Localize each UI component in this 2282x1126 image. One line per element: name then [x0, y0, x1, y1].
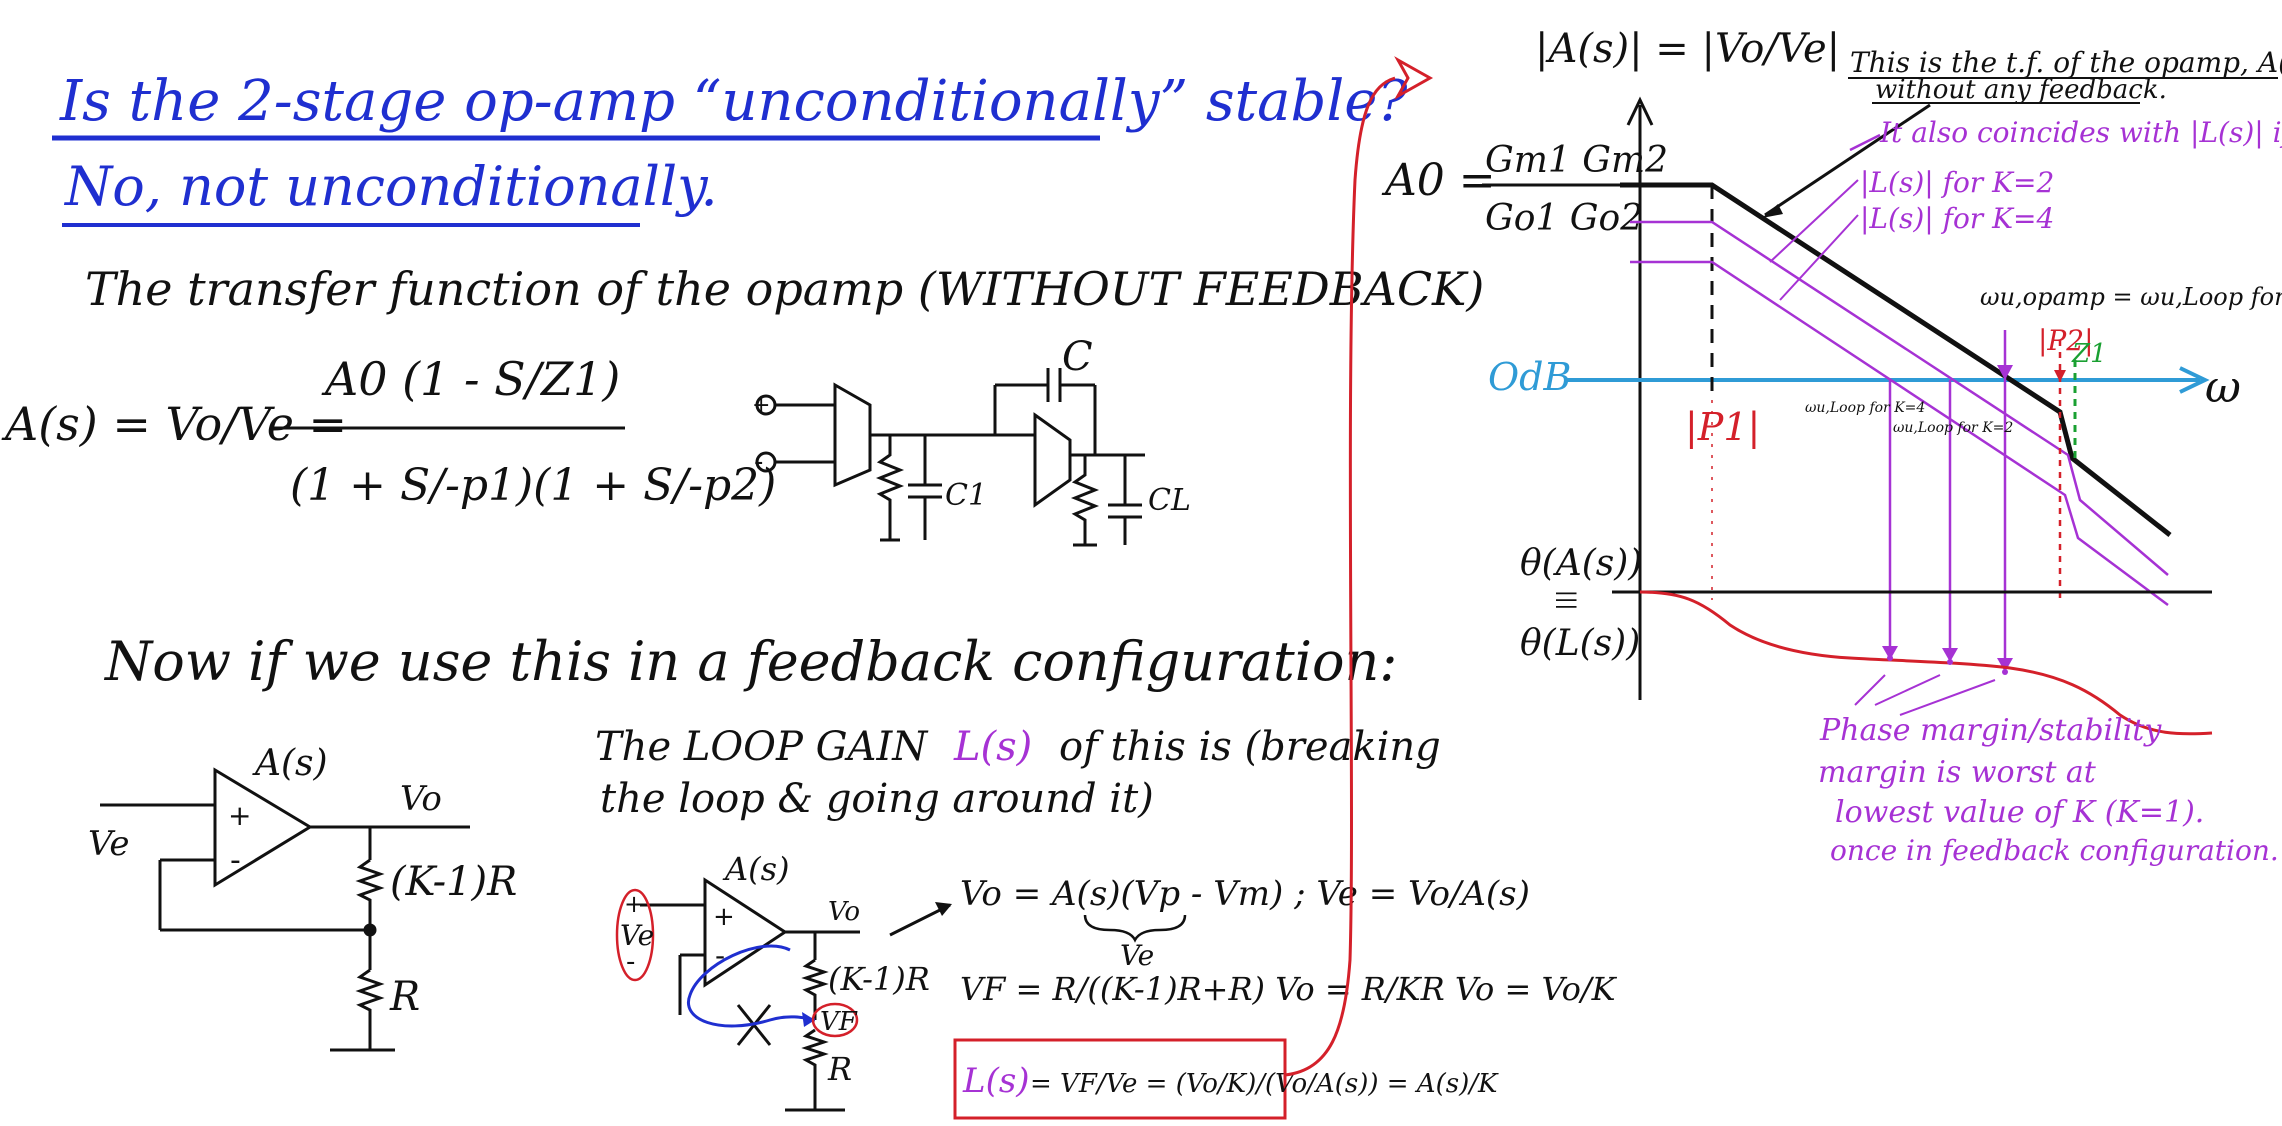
phase-curve [1639, 590, 2213, 736]
equation-3-lhs: L(s) [962, 1061, 1030, 1101]
phase-note-4: once in feedback configuration. [1830, 834, 2279, 867]
bode-y-axis-label: |A(s)| = |Vo/Ve| [1535, 26, 1840, 72]
svg-text:-: - [626, 947, 635, 977]
title-block: Is the 2-stage op-amp “unconditionally” … [52, 69, 1408, 227]
bode-plot: |A(s)| = |Vo/Ve| A0 = Gm1 Gm2 Go1 Go2 Od… [1381, 26, 2282, 867]
equiv-label: ||| [1556, 590, 1580, 610]
a0-label: A0 = [1381, 155, 1496, 206]
p2-label: |P2| [2038, 324, 2094, 357]
loop-break-blue-path [687, 944, 816, 1028]
phase-note-1: Phase margin/stability [1819, 713, 2162, 748]
phase-note-2: margin is worst at [1818, 755, 2097, 790]
loop-a-s-label: A(s) [722, 850, 790, 888]
theta-l-label: θ(L(s)) [1520, 623, 1640, 664]
fb-ve-label: Ve [88, 824, 130, 864]
zero-db-label: OdB [1488, 355, 1571, 399]
loop-ve-label: Ve [620, 919, 654, 952]
loop-gain-result-box [953, 1038, 1287, 1120]
title-line-2: No, not unconditionally. [63, 155, 718, 218]
loop-circuit: A(s) + - Vo (K-1)R R X [640, 850, 930, 1112]
gm2-stage-symbol [1033, 412, 1072, 508]
loop-x-label: X [740, 1049, 741, 1051]
loop-gain-line-1b: of this is (breaking [1059, 724, 1441, 770]
note-coincides: It also coincides with |L(s)| if K=1 [1879, 116, 2282, 149]
loop-equations: Vo = A(s)(Vp - Vm) ; Ve = Vo/A(s) Ve VF … [953, 874, 1618, 1120]
feedback-circuit: A(s) + - Ve Vo (K-1)R R [88, 743, 517, 1052]
magnitude-curve-k2 [1630, 220, 2169, 576]
loop-annotations: Ve + - VF [615, 888, 859, 1038]
loop-gain-ls: L(s) [953, 724, 1032, 770]
loop-rbot-label: R [827, 1050, 852, 1088]
magnitude-curve-k4 [1630, 260, 2169, 607]
two-stage-opamp-schematic: + - C1 C CL [752, 334, 1191, 547]
note-k2: |L(s)| for K=2 [1860, 166, 2054, 199]
opamp-plus-label: + [752, 393, 770, 418]
vf-red-circle [811, 1002, 859, 1038]
loop-plus-label: + [713, 902, 735, 932]
fb-rbot-label: R [389, 974, 420, 1020]
loop-gain-line-1: The LOOP GAIN L(s) of this is (breaking [595, 724, 1441, 770]
loop-gain-line-1a: The LOOP GAIN [595, 724, 929, 770]
fb-vo-label: Vo [400, 779, 442, 819]
tf-heading: The transfer function of the opamp (WITH… [85, 262, 1484, 316]
equation-2: VF = R/((K-1)R+R) Vo = R/KR Vo = Vo/K [960, 970, 1618, 1008]
a0-denominator: Go1 Go2 [1485, 198, 1643, 239]
wu-opamp-label: ωu,opamp = ωu,Loop for K=1 [1980, 283, 2282, 311]
z1-label: Z1 [2071, 339, 2107, 369]
c-miller-label: C [1062, 334, 1093, 380]
loop-gain-text: The LOOP GAIN L(s) of this is (breaking … [595, 724, 1441, 822]
transfer-function-block: The transfer function of the opamp (WITH… [1, 262, 1484, 511]
loop-opamp-triangle [703, 877, 788, 988]
theta-a-label: θ(A(s)) [1520, 543, 1642, 584]
fb-opamp-triangle [213, 767, 313, 888]
p1-label: |P1| [1685, 405, 1760, 449]
note-k4: |L(s)| for K=4 [1860, 202, 2054, 235]
a0-numerator: Gm1 Gm2 [1485, 140, 1668, 181]
tf-denominator: (1 + S/-p1)(1 + S/-p2) [290, 460, 776, 511]
tf-lhs: A(s) = Vo/Ve = [1, 397, 347, 451]
red-connector-arrow [1284, 76, 1396, 1077]
loop-vf-label: VF [820, 1007, 858, 1037]
loop-gain-line-2: the loop & going around it) [600, 776, 1154, 822]
equation-1: Vo = A(s)(Vp - Vm) ; Ve = Vo/A(s) [960, 874, 1530, 914]
fb-plus-label: + [228, 799, 251, 832]
omega-label: ω [2205, 362, 2241, 413]
wu-k2-label: ωu,Loop for K=2 [1893, 420, 2013, 436]
svg-text:+: + [624, 890, 644, 918]
loop-rtop-label: (K-1)R [828, 960, 930, 998]
phase-note-3: lowest value of K (K=1). [1835, 795, 2204, 830]
gm1-stage-symbol [833, 382, 872, 488]
cl-label: CL [1148, 483, 1191, 518]
wu-k4-label: ωu,Loop for K=4 [1805, 400, 1925, 416]
fb-a-s-label: A(s) [252, 743, 328, 784]
opamp-minus-label: - [754, 447, 763, 477]
tf-numerator: A0 (1 - S/Z1) [321, 352, 620, 406]
c1-label: C1 [945, 478, 987, 513]
equation-1-brace-label: Ve [1120, 939, 1154, 972]
feedback-heading: Now if we use this in a feedback configu… [103, 630, 1397, 693]
ve-red-circle [615, 888, 655, 982]
fb-rtop-label: (K-1)R [390, 859, 517, 905]
note-without-feedback: without any feedback. [1875, 75, 2167, 105]
note-tf-opamp: This is the t.f. of the opamp, A(s), [1850, 46, 2282, 79]
fb-minus-label: - [230, 843, 241, 878]
equation-3: = VF/Ve = (Vo/K)/(Vo/A(s)) = A(s)/K [1030, 1069, 1499, 1099]
loop-vo-label: Vo [828, 897, 860, 927]
title-line-1: Is the 2-stage op-amp “unconditionally” … [59, 69, 1408, 134]
loop-minus-label: - [715, 939, 725, 972]
red-connector-arrowhead [1394, 56, 1434, 100]
